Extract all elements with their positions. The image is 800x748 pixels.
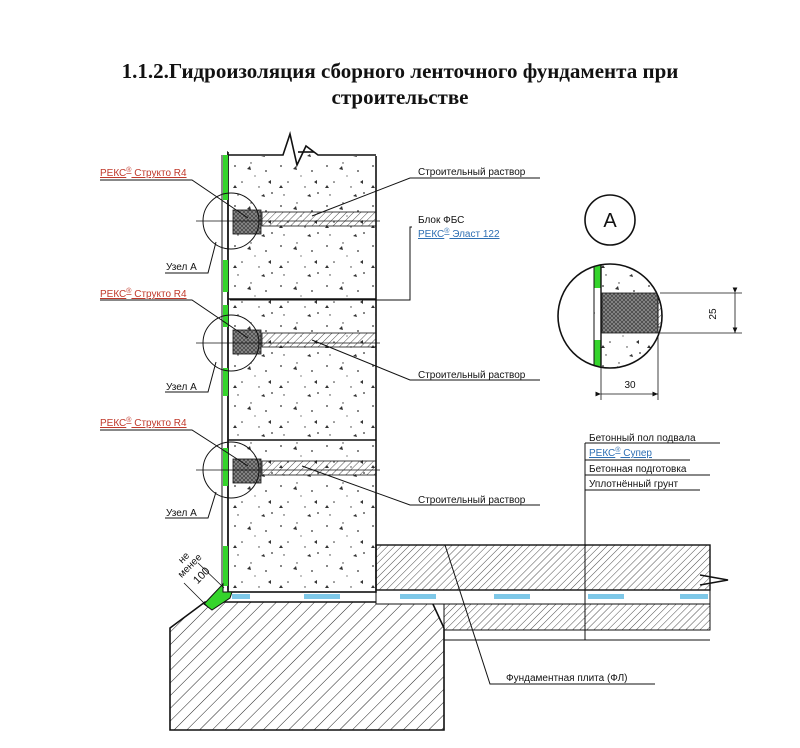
label-rex-structo-3: РЕКС® Структо R4: [100, 416, 187, 429]
dim-25: 25: [708, 308, 719, 320]
label-uzel-1: Узел А: [166, 262, 197, 273]
label-mortar-1: Строительный раствор: [418, 167, 526, 178]
structo-plug-1: [232, 209, 262, 235]
title-line-2: строительстве: [331, 85, 469, 109]
label-foundation-slab: Фундаментная плита (ФЛ): [506, 673, 627, 684]
label-uzel-2: Узел А: [166, 382, 197, 393]
rex-super-strips: [232, 594, 708, 599]
basement-floor: [375, 544, 711, 591]
label-block-fbs: Блок ФБС: [418, 215, 464, 226]
label-mortar-3: Строительный раствор: [418, 495, 526, 506]
detail-a: А 25 30: [557, 194, 742, 400]
label-rex-super: РЕКС® Супер: [589, 446, 652, 459]
label-mortar-2: Строительный раствор: [418, 370, 526, 381]
foundation-slab: [169, 601, 445, 731]
page-title: 1.1.2.Гидроизоляция сборного ленточного …: [0, 58, 800, 110]
detail-a-marker: [584, 194, 636, 246]
detail-a-letter: А: [603, 210, 617, 232]
label-basement-floor: Бетонный пол подвала: [589, 433, 696, 444]
dim-30: 30: [624, 380, 636, 391]
title-line-1: 1.1.2.Гидроизоляция сборного ленточного …: [121, 59, 679, 83]
label-uzel-3: Узел А: [166, 508, 197, 519]
label-rex-structo-2: РЕКС® Структо R4: [100, 287, 187, 300]
rex-fillet: [203, 582, 233, 611]
structo-plug-2: [232, 329, 262, 355]
label-soil: Уплотнённый грунт: [589, 479, 678, 490]
structo-plug-3: [232, 458, 262, 484]
label-rex-elast: РЕКС® Эласт 122: [418, 227, 500, 240]
label-rex-structo-1: РЕКС® Структо R4: [100, 166, 187, 179]
fbs-wall: [227, 131, 378, 593]
compacted-soil: [443, 603, 711, 631]
label-concrete-prep: Бетонная подготовка: [589, 464, 687, 475]
